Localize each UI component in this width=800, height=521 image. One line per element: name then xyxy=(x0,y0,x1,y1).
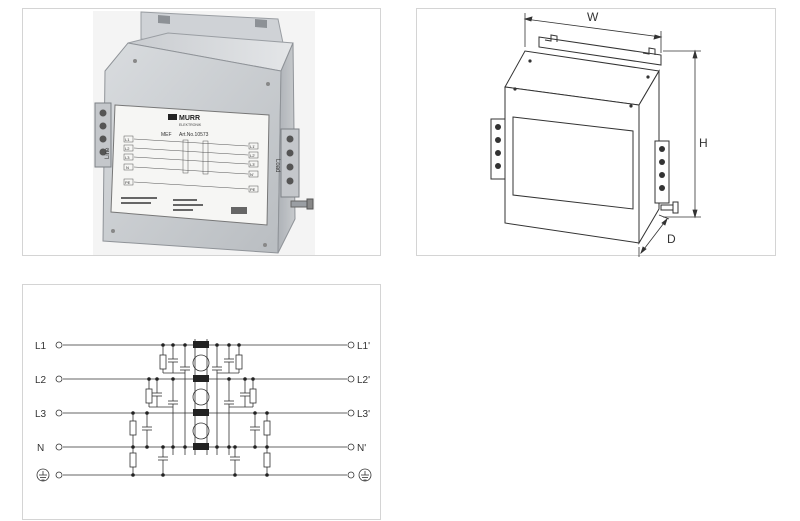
plate-term-l1: L1 xyxy=(125,137,130,142)
article-number-text: Art.No.10573 xyxy=(179,132,209,138)
brand-sub-text: ELEKTRONIK xyxy=(179,123,202,127)
product-photo-panel: MURR ELEKTRONIK MEF Art.No.10573 Line Lo… xyxy=(22,8,381,256)
schematic-label-l3-out: L3' xyxy=(357,409,370,420)
dimension-drawing: W H D xyxy=(490,10,708,257)
load-side-label: Load xyxy=(274,159,280,172)
plate-term-np: N' xyxy=(250,172,254,177)
brand-logo-text: MURR xyxy=(179,115,200,122)
schematic-label-l2: L2 xyxy=(35,375,47,386)
circuit-schematic-panel: L1 L2 L3 N L1' L2' L3' N' xyxy=(22,284,381,520)
plate-term-pep: PE xyxy=(250,187,256,192)
dimension-drawing-panel: W H D xyxy=(416,8,776,257)
line-side-label: Line xyxy=(105,147,111,159)
schematic-label-l3: L3 xyxy=(35,409,47,420)
circuit-schematic: L1 L2 L3 N L1' L2' L3' N' xyxy=(35,339,372,482)
schematic-label-l1: L1 xyxy=(35,341,47,352)
schematic-label-l1-out: L1' xyxy=(357,341,370,352)
plate-term-pe: PE xyxy=(125,180,131,185)
plate-term-l3: L3 xyxy=(125,155,130,160)
plate-term-n: N xyxy=(126,165,129,170)
width-dimension-label: W xyxy=(587,10,599,24)
plate-term-l2p: L2' xyxy=(250,153,255,158)
schematic-label-n: N xyxy=(37,443,44,454)
model-text: MEF xyxy=(161,132,172,138)
emc-filter-photo: MURR ELEKTRONIK MEF Art.No.10573 Line Lo… xyxy=(93,11,315,255)
plate-term-l2: L2 xyxy=(125,146,130,151)
schematic-label-n-out: N' xyxy=(357,443,366,454)
plate-term-l1p: L1' xyxy=(250,144,255,149)
plate-term-l3p: L3' xyxy=(250,162,255,167)
height-dimension-label: H xyxy=(699,136,708,150)
depth-dimension-label: D xyxy=(667,232,676,246)
schematic-label-l2-out: L2' xyxy=(357,375,370,386)
